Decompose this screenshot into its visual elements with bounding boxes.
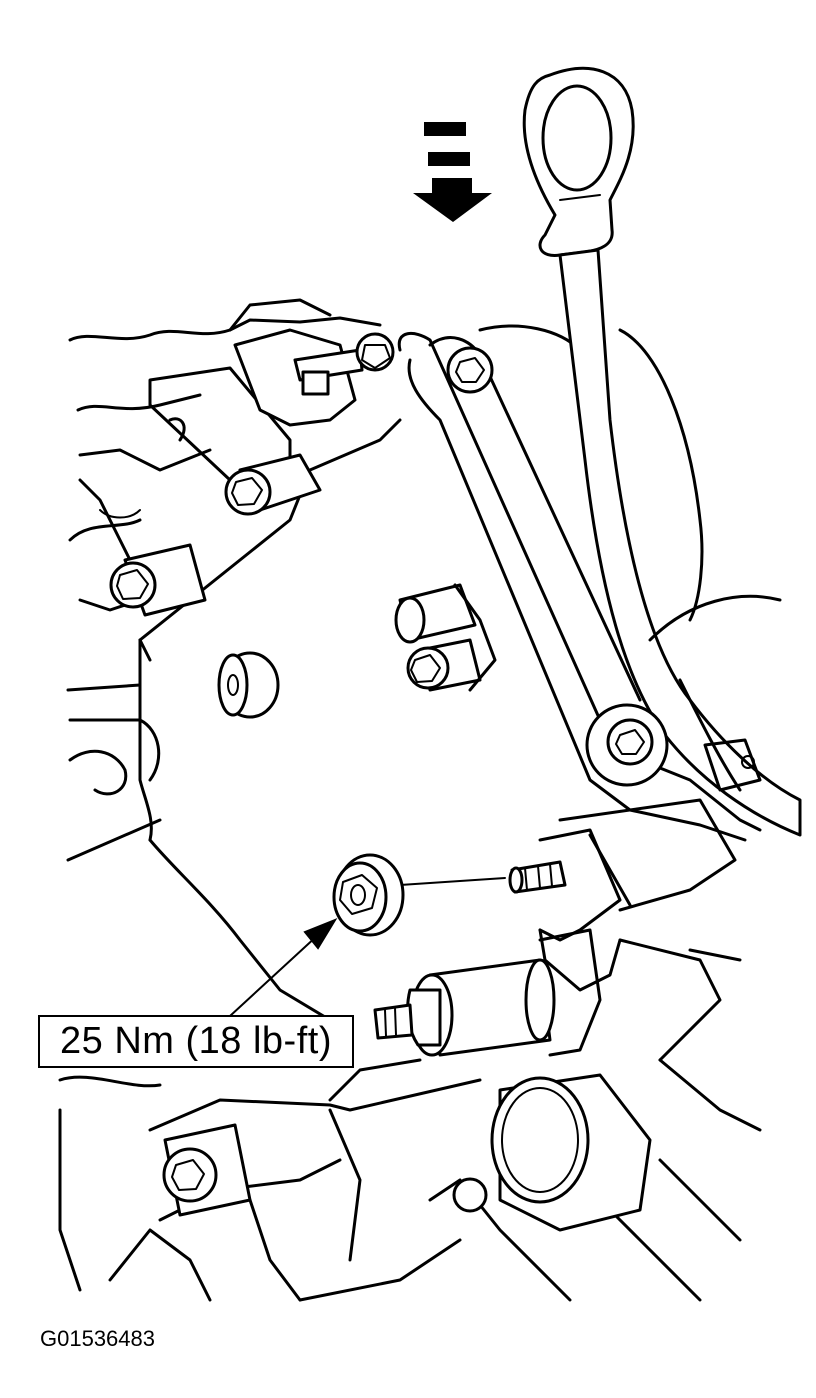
down-arrow-icon bbox=[413, 122, 492, 222]
lower-mount-bracket bbox=[538, 798, 742, 1062]
lower-through-bolt bbox=[373, 928, 602, 1057]
leader-arrow-icon bbox=[229, 917, 338, 1017]
dipstick bbox=[522, 66, 802, 837]
block-bolt-lower bbox=[109, 543, 207, 617]
torque-spec-label: 25 Nm (18 lb-ft) bbox=[38, 1015, 354, 1068]
figure-id: G01536483 bbox=[40, 1326, 155, 1351]
right-housing bbox=[585, 594, 782, 792]
alignment-line bbox=[399, 877, 506, 886]
block-bolt-upper bbox=[224, 453, 322, 516]
round-cap bbox=[452, 1073, 652, 1232]
dowel-sleeve bbox=[217, 651, 280, 719]
center-bolts bbox=[394, 583, 497, 692]
lower-assembly bbox=[58, 1058, 762, 1302]
sensor-connector bbox=[233, 328, 395, 427]
flange-nut bbox=[332, 853, 405, 937]
mounting-stud bbox=[508, 860, 567, 894]
dipstick-tube-bracket bbox=[397, 324, 762, 842]
